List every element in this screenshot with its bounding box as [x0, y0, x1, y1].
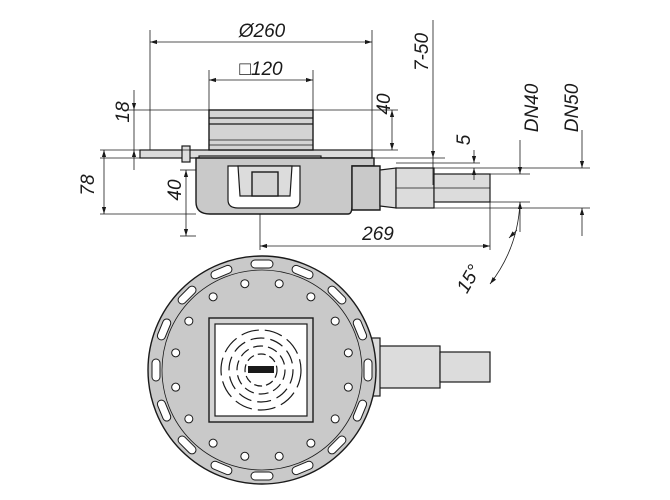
bolt-hole: [330, 414, 340, 424]
outlet-top-inner: [439, 351, 491, 383]
dim-outlet-offset: 5: [454, 134, 475, 145]
bolt-hole: [306, 438, 316, 448]
dim-dn-outer: DN50: [562, 83, 583, 132]
flange-slot: [210, 264, 233, 280]
flange-slot: [156, 318, 172, 341]
flange-slot: [352, 399, 368, 422]
flange-slot: [210, 460, 233, 476]
flange-slot: [327, 435, 347, 455]
dim-grate-height: 40: [374, 93, 395, 115]
flange-slot: [177, 285, 197, 305]
dim-adjust-range: 7-50: [412, 33, 433, 71]
grate-logo: [248, 366, 274, 373]
dim-outlet-length: 269: [361, 224, 394, 245]
bolt-hole: [171, 382, 181, 392]
bolt-hole: [208, 292, 218, 302]
bolt-hole: [343, 348, 353, 358]
dim-diameter: Ø260: [238, 21, 286, 42]
flange-slot: [363, 358, 373, 382]
bolt-hole: [208, 438, 218, 448]
flange-slot: [327, 285, 347, 305]
bolt-hole: [184, 316, 194, 326]
bolt-hole: [171, 348, 181, 358]
bolt-hole: [240, 279, 250, 289]
grate-frame: [208, 109, 314, 151]
flange-slot: [352, 318, 368, 341]
flange-slot: [156, 399, 172, 422]
bolt-hole: [240, 451, 250, 461]
bolt-hole: [274, 451, 284, 461]
outlet-top-outer: [375, 345, 441, 389]
dim-dn-inner: DN40: [522, 83, 543, 132]
bolt-hole: [343, 382, 353, 392]
bolt-hole: [306, 292, 316, 302]
bolt-hole: [330, 316, 340, 326]
dim-outlet-height: 40: [165, 179, 186, 201]
flange-slot: [250, 471, 274, 481]
bolt-hole: [184, 414, 194, 424]
dim-grate-size: □120: [239, 59, 283, 80]
flange-slot: [291, 264, 314, 280]
side-view: Ø260 □120 18 78 40 40 7-50 5 DN40 D: [78, 20, 590, 297]
flange-slot: [151, 358, 161, 382]
dim-total-height: 78: [78, 174, 99, 196]
flange-slot: [291, 460, 314, 476]
top-view: [147, 255, 491, 485]
flange-slot: [177, 435, 197, 455]
bolt-hole: [274, 279, 284, 289]
flange-slots: [151, 259, 373, 481]
dim-flange-height: 18: [113, 101, 134, 123]
flange-slot: [250, 259, 274, 269]
grate-pattern: [220, 329, 302, 411]
dim-swivel-angle: 15°: [453, 261, 486, 297]
